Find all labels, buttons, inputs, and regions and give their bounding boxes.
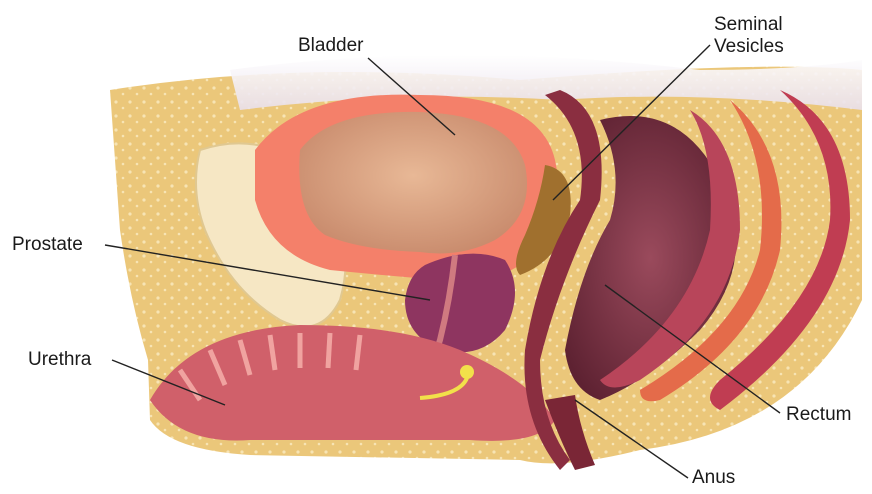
- bulbourethral-gland: [460, 365, 474, 379]
- seminal-vesicles-label-line1: Seminal: [714, 15, 783, 35]
- bladder-lumen: [299, 112, 527, 254]
- urethra-label: Urethra: [28, 350, 91, 370]
- seminal-vesicles-label-line2: Vesicles: [714, 37, 784, 57]
- prostate-label: Prostate: [12, 235, 83, 255]
- rectum-label: Rectum: [786, 405, 851, 425]
- bladder-label: Bladder: [298, 36, 364, 56]
- anus-label: Anus: [692, 468, 735, 488]
